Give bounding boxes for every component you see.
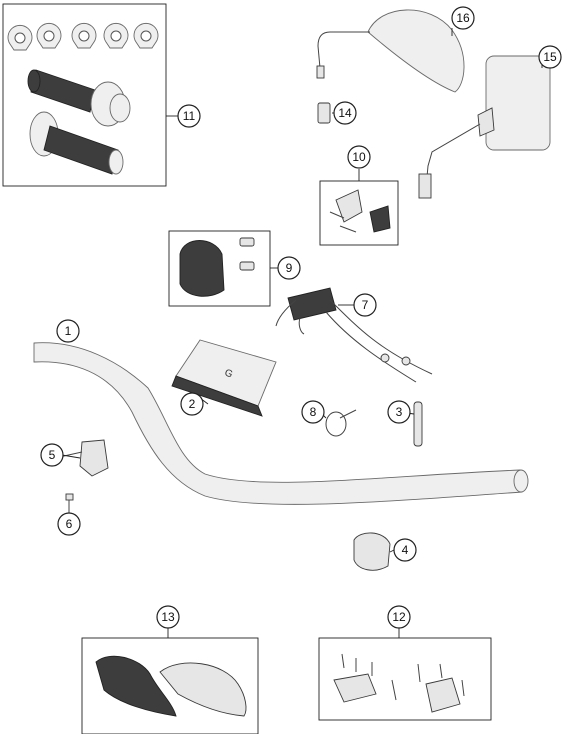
callout-5: 5 [40,443,64,467]
callout-label-5: 5 [49,448,56,462]
handguard-left [95,655,177,717]
group-box-9 [168,230,271,307]
callout-9: 9 [277,256,301,280]
mirror-right [418,55,551,199]
switch-4 [353,532,391,571]
group-box-13 [81,637,259,734]
mirror-left [316,9,465,93]
callout-label-14: 14 [338,106,352,120]
callout-label-6: 6 [66,517,73,531]
callout-label-10: 10 [352,150,366,164]
handguard-right [159,662,247,717]
cable-tie-8 [325,409,357,437]
callout-4: 4 [393,538,417,562]
callout-8: 8 [301,400,325,424]
callout-2: 2 [180,392,204,416]
callout-1: 1 [56,319,80,343]
bracket-3 [413,401,423,447]
callout-label-8: 8 [310,405,317,419]
callout-label-11: 11 [183,109,196,123]
callout-3: 3 [387,400,411,424]
callout-10: 10 [347,145,371,169]
callout-label-15: 15 [543,50,557,64]
group-box-11 [2,3,167,187]
callout-11: 11 [177,104,201,128]
screw-6 [65,493,74,514]
callout-13: 13 [156,605,180,629]
clutch-perch-10 [329,189,391,233]
callout-15: 15 [538,45,562,69]
callout-label-13: 13 [161,610,175,624]
callout-12: 12 [387,605,411,629]
callout-label-4: 4 [402,543,409,557]
callout-6: 6 [57,512,81,536]
callout-label-12: 12 [392,610,406,624]
callout-label-3: 3 [396,405,403,419]
switch-9 [179,237,255,297]
group-box-12 [318,637,492,721]
svg-text:G: G [223,367,234,380]
handlebar [33,342,529,505]
callout-16: 16 [451,6,475,30]
throttle-cams [7,22,159,51]
callout-label-16: 16 [456,11,470,25]
grip-throttle-side [27,69,131,127]
callout-label-1: 1 [65,324,72,338]
handlebar-pad: G [171,339,277,417]
mirror-adapter-14 [317,102,331,124]
grip-clutch-side [29,111,124,175]
mounting-kit-12 [333,653,465,713]
callout-14: 14 [333,101,357,125]
callout-label-9: 9 [286,261,293,275]
callout-7: 7 [353,293,377,317]
callout-label-2: 2 [189,397,196,411]
harness-7 [275,287,433,383]
callout-label-7: 7 [362,298,369,312]
clamp-5 [45,439,109,477]
